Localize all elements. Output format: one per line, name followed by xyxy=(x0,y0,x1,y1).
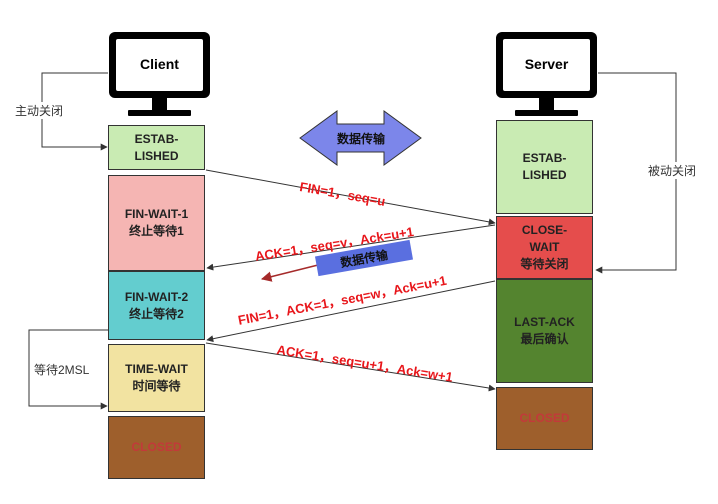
fin1-arrow xyxy=(205,169,496,226)
client-state-fin-wait-1: FIN-WAIT-1 终止等待1 xyxy=(108,175,205,271)
time-wait-line2: 时间等待 xyxy=(132,379,181,393)
server-state-close-wait: CLOSE- WAIT 等待关闭 xyxy=(496,216,593,279)
server-state-last-ack: LAST-ACK 最后确认 xyxy=(496,279,593,383)
server-established-line1: ESTAB- xyxy=(522,151,567,165)
server-label: Server xyxy=(524,56,569,72)
close-wait-line2: WAIT xyxy=(529,240,560,254)
client-state-established: ESTAB- LISHED xyxy=(108,125,205,170)
fin-wait-2-line1: FIN-WAIT-2 xyxy=(124,289,189,304)
last-ack-line1: LAST-ACK xyxy=(514,315,575,329)
client-established-line1: ESTAB- xyxy=(134,131,179,146)
server-state-established: ESTAB- LISHED xyxy=(496,120,593,214)
time-wait-line1: TIME-WAIT xyxy=(125,362,188,376)
close-wait-line3: 等待关闭 xyxy=(520,257,569,271)
client-state-fin-wait-2: FIN-WAIT-2 终止等待2 xyxy=(108,271,205,340)
client-label: Client xyxy=(140,56,179,72)
active-close-label: 主动关闭 xyxy=(14,102,65,119)
client-established-line2: LISHED xyxy=(134,148,179,163)
wait-2msl-arrow xyxy=(28,329,108,410)
client-closed-label: CLOSED xyxy=(131,440,182,454)
fin-wait-1-line1: FIN-WAIT-1 xyxy=(124,207,189,221)
server-closed-label: CLOSED xyxy=(519,411,570,425)
server-established-line2: LISHED xyxy=(522,168,567,182)
last-ack-line2: 最后确认 xyxy=(520,332,569,346)
data-transfer-label: 数据传输 xyxy=(336,132,385,146)
client-state-time-wait: TIME-WAIT 时间等待 xyxy=(108,344,205,412)
wait-2msl-label: 等待2MSL xyxy=(33,361,91,378)
server-state-closed: CLOSED xyxy=(496,387,593,450)
fin-wait-2-line2: 终止等待2 xyxy=(129,306,184,321)
fin-wait-1-line2: 终止等待1 xyxy=(129,224,184,238)
ack2-arrow xyxy=(205,342,496,392)
data-transfer-double-arrow xyxy=(299,110,422,166)
close-wait-line1: CLOSE- xyxy=(521,223,568,237)
passive-close-label: 被动关闭 xyxy=(647,162,698,179)
data-transfer-small-arrow xyxy=(260,264,319,282)
client-monitor-icon xyxy=(109,32,210,116)
fin2-arrow xyxy=(206,280,496,343)
ack1-arrow xyxy=(206,224,496,271)
client-state-closed: CLOSED xyxy=(108,416,205,479)
server-monitor-icon xyxy=(496,32,597,116)
